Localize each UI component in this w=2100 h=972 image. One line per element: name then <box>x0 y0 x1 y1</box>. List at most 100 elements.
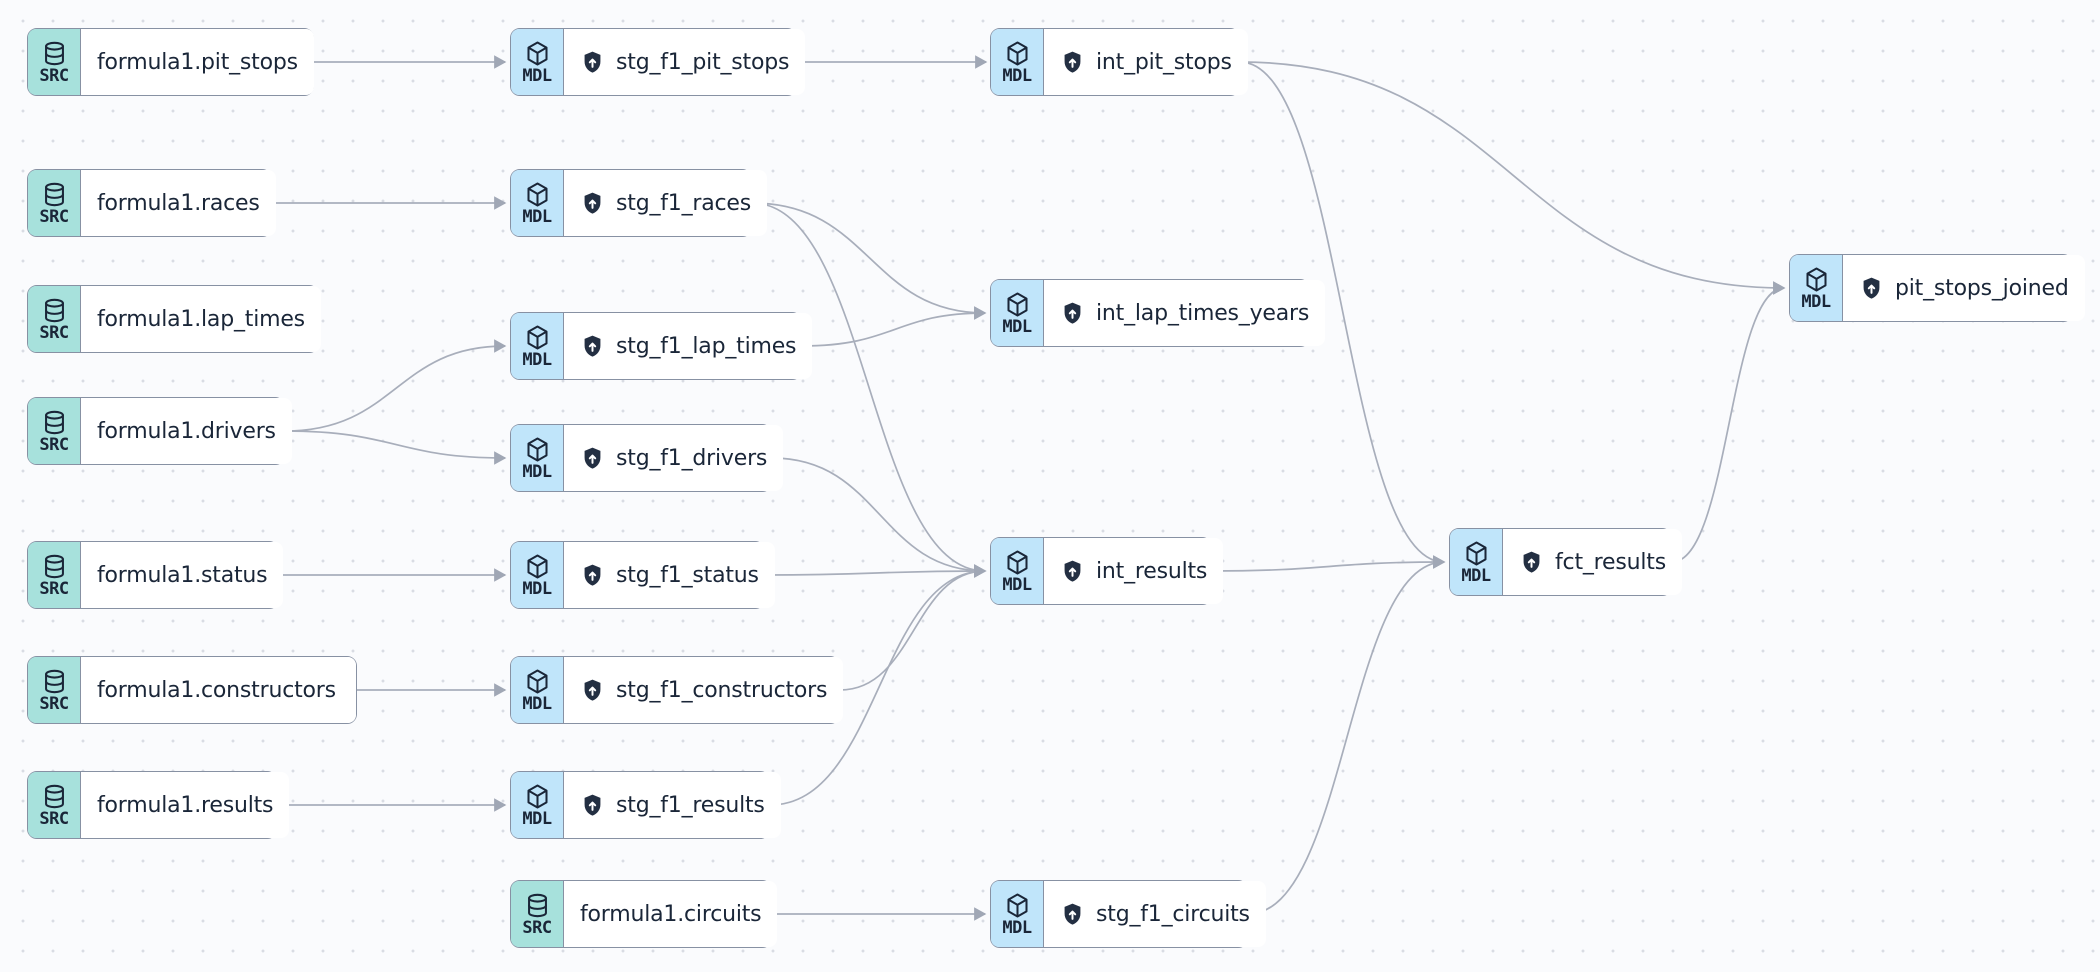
node-label: stg_f1_results <box>616 792 765 818</box>
node-label: pit_stops_joined <box>1895 275 2069 301</box>
cube-icon <box>1004 40 1031 67</box>
model-badge: MDL <box>991 280 1044 346</box>
kind-label: MDL <box>522 66 552 86</box>
kind-label: MDL <box>522 462 552 482</box>
kind-label: MDL <box>1002 575 1032 595</box>
model-badge: MDL <box>1450 529 1503 595</box>
node-formula1-results[interactable]: SRC formula1.results <box>27 771 290 839</box>
shield-up-arrow-icon <box>1060 301 1085 326</box>
kind-label: MDL <box>1801 292 1831 312</box>
database-icon <box>41 668 68 695</box>
kind-label: MDL <box>522 350 552 370</box>
source-badge: SRC <box>511 881 564 947</box>
kind-label: SRC <box>39 694 69 714</box>
node-formula1-constructors[interactable]: SRC formula1.constructors <box>27 656 357 724</box>
kind-label: SRC <box>39 207 69 227</box>
model-badge: MDL <box>991 29 1044 95</box>
node-label: stg_f1_drivers <box>616 445 768 471</box>
source-badge: SRC <box>28 286 81 352</box>
node-pit_stops_joined[interactable]: MDL pit_stops_joined <box>1789 254 2085 322</box>
node-label: stg_f1_races <box>616 190 752 216</box>
node-fct_results[interactable]: MDL fct_results <box>1449 528 1682 596</box>
model-badge: MDL <box>511 313 564 379</box>
node-stg_f1_circuits[interactable]: MDL stg_f1_circuits <box>990 880 1266 948</box>
node-stg_f1_status[interactable]: MDL stg_f1_status <box>510 541 775 609</box>
edge-stg_f1_drivers-int_results <box>771 457 987 578</box>
database-icon <box>41 40 68 67</box>
shield-up-arrow-icon <box>580 334 605 359</box>
node-label: stg_f1_lap_times <box>616 333 797 359</box>
source-badge: SRC <box>28 170 81 236</box>
node-label: formula1.circuits <box>580 901 762 927</box>
node-label: int_results <box>1096 558 1208 584</box>
node-label: formula1.lap_times <box>97 306 305 332</box>
node-formula1-races[interactable]: SRC formula1.races <box>27 169 276 237</box>
database-icon <box>41 553 68 580</box>
cube-icon <box>1463 540 1490 567</box>
cube-icon <box>524 668 551 695</box>
node-formula1-pit_stops[interactable]: SRC formula1.pit_stops <box>27 28 314 96</box>
node-label: stg_f1_status <box>616 562 759 588</box>
cube-icon <box>1004 291 1031 318</box>
node-stg_f1_drivers[interactable]: MDL stg_f1_drivers <box>510 424 784 492</box>
shield-up-arrow-icon <box>580 50 605 75</box>
edge-formula1.drivers-stg_f1_drivers <box>284 430 507 465</box>
kind-label: SRC <box>39 323 69 343</box>
shield-up-arrow-icon <box>1060 559 1085 584</box>
node-label: stg_f1_circuits <box>1096 901 1250 927</box>
edge-stg_f1_circuits-fct_results <box>1247 555 1446 915</box>
database-icon <box>524 892 551 919</box>
edge-int_pit_stops-fct_results <box>1239 61 1446 569</box>
node-label: formula1.pit_stops <box>97 49 298 75</box>
node-int_results[interactable]: MDL int_results <box>990 537 1224 605</box>
model-badge: MDL <box>511 657 564 723</box>
edge-formula1.drivers-stg_f1_lap_times <box>284 339 507 432</box>
model-badge: MDL <box>991 881 1044 947</box>
kind-label: MDL <box>1002 317 1032 337</box>
node-label: formula1.results <box>97 792 274 818</box>
node-stg_f1_races[interactable]: MDL stg_f1_races <box>510 169 768 237</box>
kind-label: SRC <box>39 579 69 599</box>
source-badge: SRC <box>28 398 81 464</box>
edge-int_results-fct_results <box>1211 555 1446 572</box>
node-formula1-circuits[interactable]: SRC formula1.circuits <box>510 880 778 948</box>
edge-fct_results-pit_stops_joined <box>1671 281 1786 563</box>
node-label: formula1.constructors <box>97 677 336 703</box>
node-formula1-lap_times[interactable]: SRC formula1.lap_times <box>27 285 321 353</box>
database-icon <box>41 409 68 436</box>
edge-stg_f1_races-int_results <box>751 202 987 578</box>
cube-icon <box>1004 549 1031 576</box>
model-badge: MDL <box>511 542 564 608</box>
node-stg_f1_pit_stops[interactable]: MDL stg_f1_pit_stops <box>510 28 806 96</box>
kind-label: MDL <box>1002 918 1032 938</box>
cube-icon <box>1803 266 1830 293</box>
node-stg_f1_lap_times[interactable]: MDL stg_f1_lap_times <box>510 312 813 380</box>
cube-icon <box>524 436 551 463</box>
node-label: int_pit_stops <box>1096 49 1232 75</box>
model-badge: MDL <box>991 538 1044 604</box>
kind-label: MDL <box>522 207 552 227</box>
node-int_pit_stops[interactable]: MDL int_pit_stops <box>990 28 1248 96</box>
node-label: formula1.races <box>97 190 260 216</box>
shield-up-arrow-icon <box>580 563 605 588</box>
node-stg_f1_constructors[interactable]: MDL stg_f1_constructors <box>510 656 844 724</box>
model-badge: MDL <box>511 29 564 95</box>
shield-up-arrow-icon <box>580 191 605 216</box>
node-int_lap_times_years[interactable]: MDL int_lap_times_years <box>990 279 1326 347</box>
kind-label: MDL <box>522 579 552 599</box>
node-formula1-status[interactable]: SRC formula1.status <box>27 541 284 609</box>
edge-stg_f1_status-int_results <box>764 564 987 578</box>
kind-label: SRC <box>39 435 69 455</box>
model-badge: MDL <box>511 425 564 491</box>
source-badge: SRC <box>28 29 81 95</box>
source-badge: SRC <box>28 772 81 838</box>
node-label: fct_results <box>1555 549 1666 575</box>
node-label: stg_f1_pit_stops <box>616 49 790 75</box>
node-formula1-drivers[interactable]: SRC formula1.drivers <box>27 397 292 465</box>
node-stg_f1_results[interactable]: MDL stg_f1_results <box>510 771 781 839</box>
cube-icon <box>1004 892 1031 919</box>
shield-up-arrow-icon <box>1060 50 1085 75</box>
database-icon <box>41 181 68 208</box>
shield-up-arrow-icon <box>1859 276 1884 301</box>
